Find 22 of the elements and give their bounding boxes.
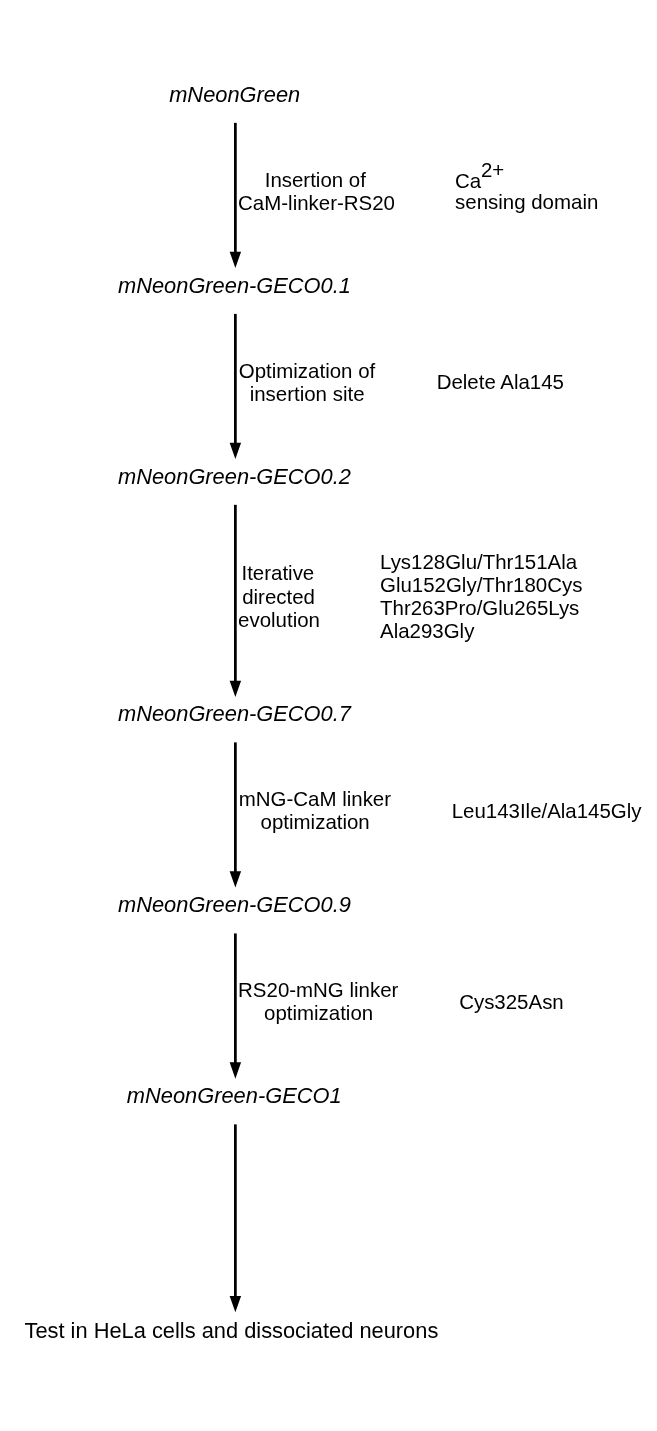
label: Delete Ala145 [436, 370, 565, 394]
node-text: mNeonGreen-GECO1 [126, 1083, 342, 1109]
arrow [229, 933, 242, 1079]
arrow [229, 313, 242, 460]
node-text: mNeonGreen-GECO0.1 [118, 272, 351, 298]
node-text: mNeonGreen [169, 81, 301, 107]
arrow [229, 742, 242, 888]
node-text: Test in HeLa cells and dissociated neurons [24, 1318, 439, 1344]
edge-label: Iterative directed evolution [238, 561, 320, 631]
label: Lys128Glu/Thr151Ala Glu152Gly/Thr180Cys Thr263Pro/Glu265Lys Ala293Gly [380, 549, 583, 643]
edge-label: Optimization of insertion site [238, 358, 376, 405]
edge-label: mNG-CaM linker optimization [238, 787, 392, 834]
label: Leu143Ile/Ala145Gly [451, 798, 642, 822]
edge-label: Insertion of CaM-linker-RS20 [238, 167, 395, 214]
label: Cys325Asn [459, 989, 564, 1013]
arrow [229, 504, 242, 698]
node-text: mNeonGreen-GECO0.2 [118, 463, 351, 489]
arrow [229, 1124, 242, 1313]
node-text: mNeonGreen-GECO0.9 [118, 892, 351, 918]
node-text: mNeonGreen-GECO0.7 [118, 701, 351, 727]
arrow [229, 122, 242, 269]
edge-label: RS20-mNG linker optimization [238, 978, 399, 1025]
